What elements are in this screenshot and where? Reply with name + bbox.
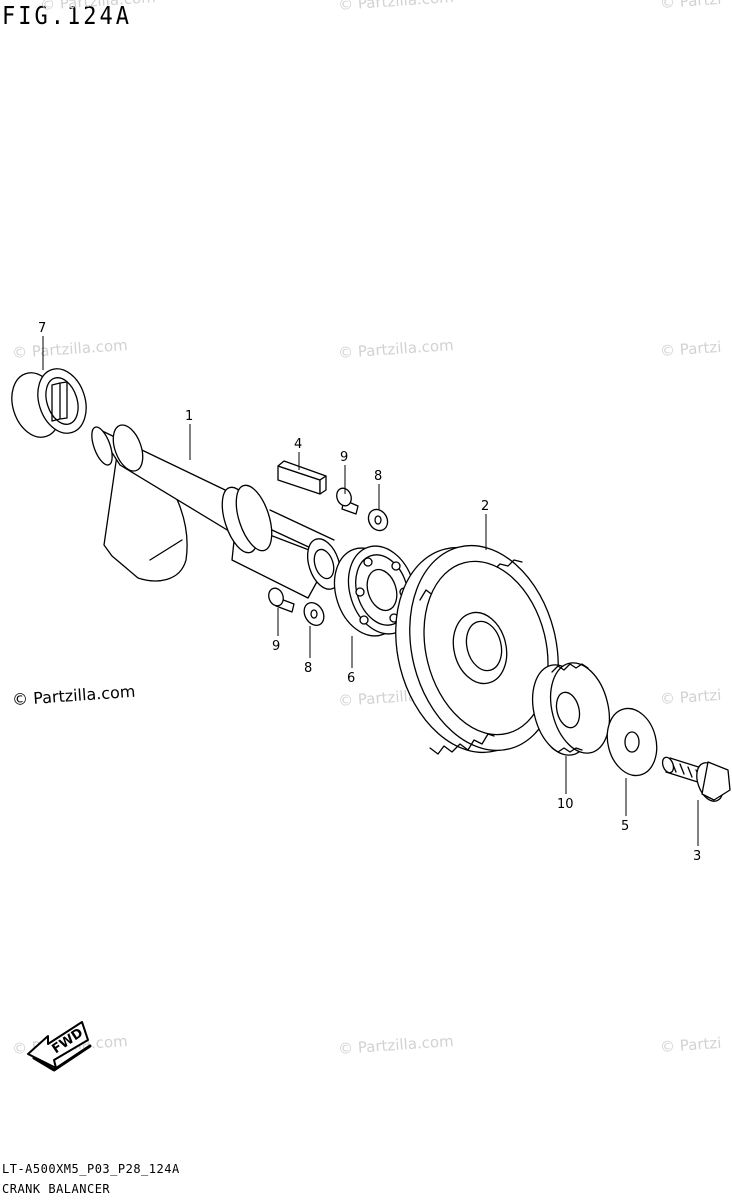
callout-8-lower: 8: [304, 661, 312, 676]
callout-8-upper: 8: [374, 469, 382, 484]
callout-10: 10: [557, 797, 574, 812]
part-bolt-lower: [268, 587, 295, 613]
callout-5: 5: [621, 819, 629, 834]
model-code: LT-A500XM5_P03_P28_124A: [2, 1162, 180, 1176]
part-bearing: [11, 368, 92, 438]
callout-9-upper: 9: [340, 450, 348, 465]
callout-2: 2: [481, 499, 489, 514]
callout-3: 3: [693, 849, 701, 864]
part-balancer-driven-gear: [395, 544, 559, 755]
callout-9-lower: 9: [272, 639, 280, 654]
section-name: CRANK BALANCER: [2, 1182, 111, 1196]
part-washer: [606, 707, 658, 777]
part-bolt: [661, 756, 731, 802]
part-bolt-upper: [336, 487, 359, 515]
fwd-arrow-icon: [27, 1021, 92, 1072]
callout-4: 4: [294, 437, 302, 452]
part-washer-upper: [367, 508, 389, 532]
callout-labels: 7 1 4 9 8 2 9 8 6 10 5 3: [38, 321, 701, 864]
callout-6: 6: [347, 671, 355, 686]
leader-lines: [42, 336, 699, 846]
callout-7: 7: [38, 321, 46, 336]
callout-1: 1: [185, 409, 193, 424]
part-balancer-drive-gear: [531, 662, 611, 756]
figure-title: FIG.124A: [2, 2, 132, 31]
part-balancer-shaft: [91, 424, 342, 599]
part-washer-lower: [303, 602, 325, 626]
part-key: [277, 460, 327, 495]
